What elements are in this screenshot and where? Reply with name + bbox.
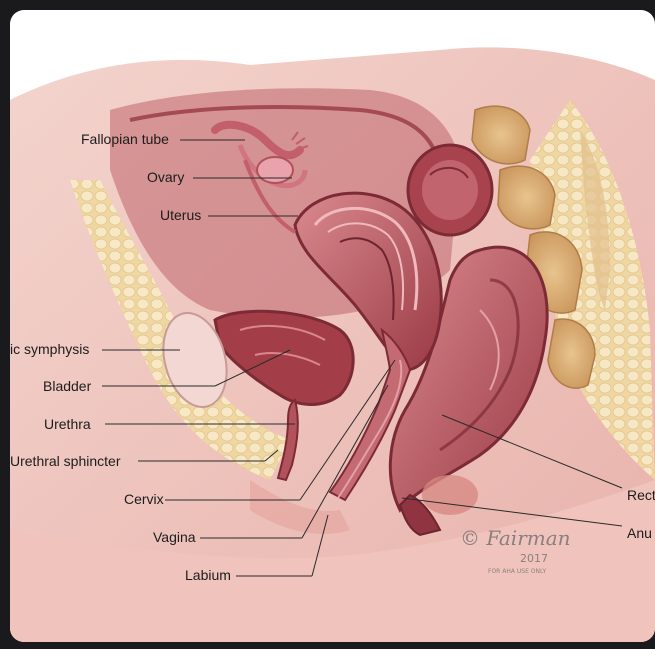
svg-text:2017: 2017: [520, 552, 548, 565]
label-urethra: Urethra: [44, 416, 91, 432]
label-cervix: Cervix: [124, 491, 164, 507]
label-uterus: Uterus: [160, 207, 201, 223]
illustration-card: © Fairman 2017 FOR AHA USE ONLY Fallopia…: [10, 10, 655, 642]
label-labium: Labium: [185, 567, 231, 583]
label-bladder: Bladder: [43, 378, 91, 394]
label-ovary: Ovary: [147, 169, 184, 185]
label-pubic-symphysis: ic symphysis: [10, 341, 89, 357]
label-anus: Anu: [627, 525, 652, 541]
label-vagina: Vagina: [153, 529, 196, 545]
svg-text:FOR AHA USE ONLY: FOR AHA USE ONLY: [488, 568, 547, 575]
label-urethral-sphincter: Urethral sphincter: [10, 453, 121, 469]
label-fallopian-tube: Fallopian tube: [81, 131, 169, 147]
pelvic-anatomy-illustration: © Fairman 2017 FOR AHA USE ONLY: [10, 10, 655, 642]
svg-text:© Fairman: © Fairman: [460, 526, 571, 550]
sigmoid-colon: [408, 145, 492, 235]
label-rectum: Rect: [627, 487, 655, 503]
